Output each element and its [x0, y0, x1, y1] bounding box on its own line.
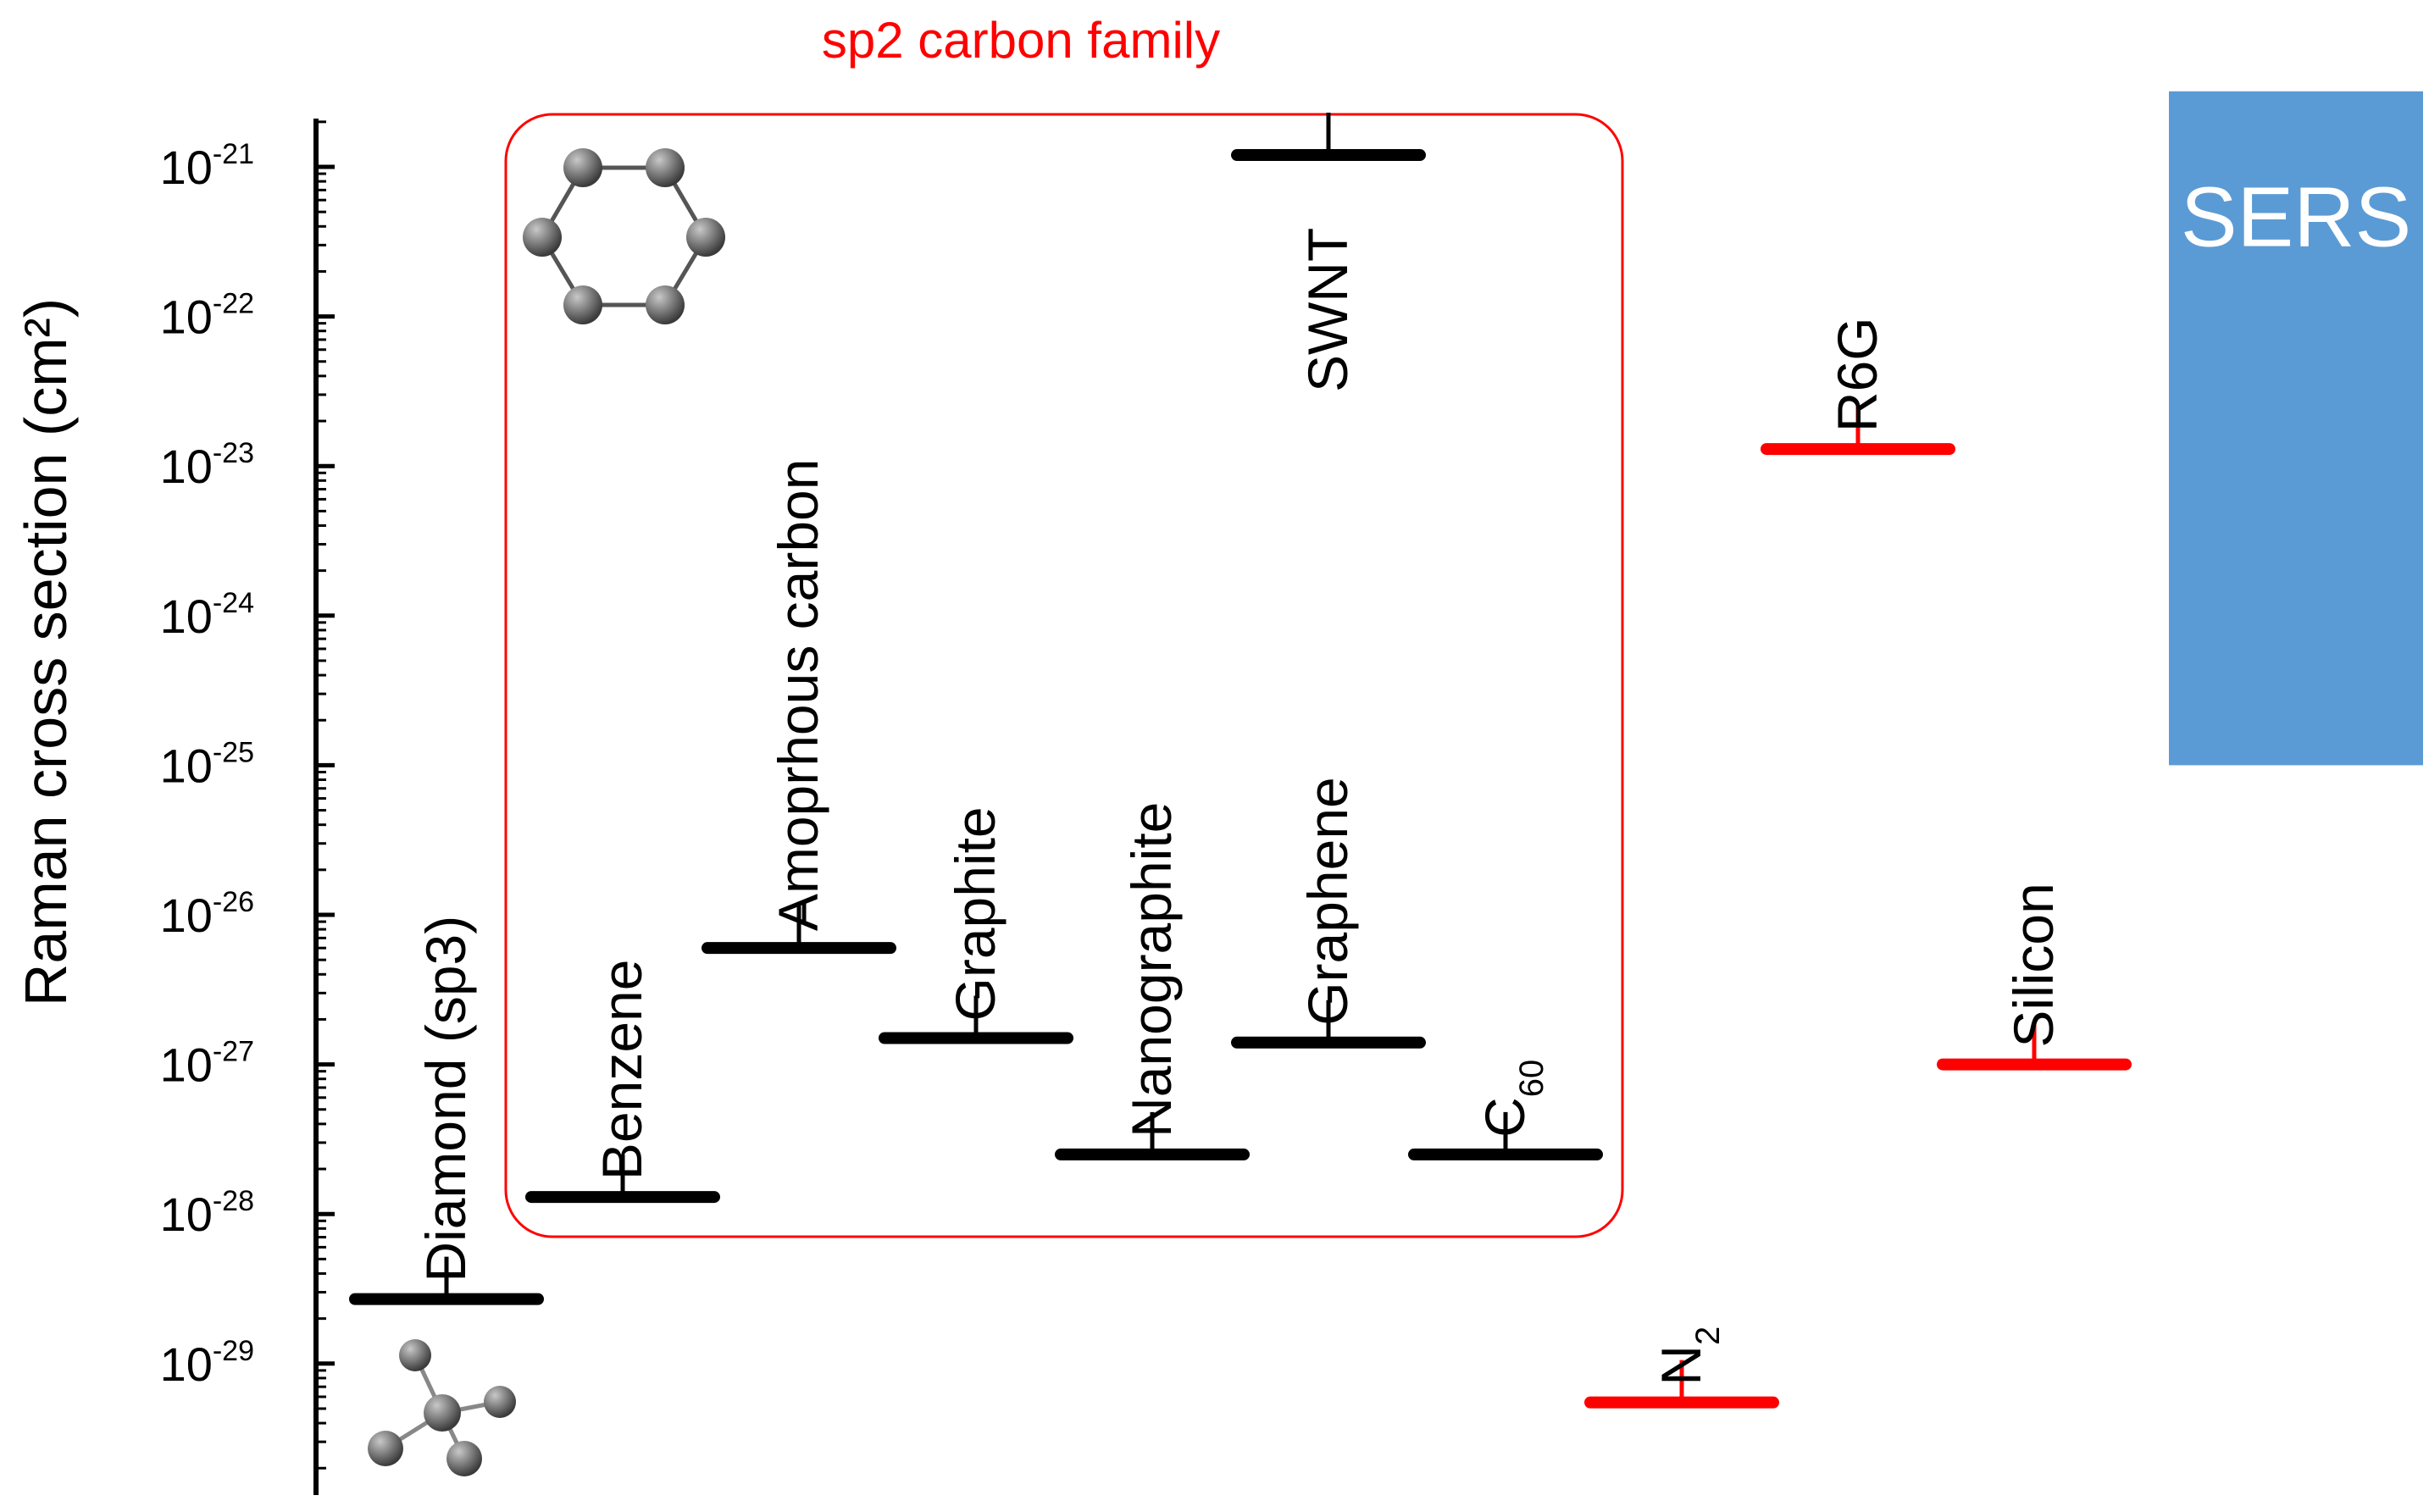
- sers-label: SERS: [2181, 170, 2411, 265]
- y-axis-label: Raman cross section (cm²): [13, 298, 79, 1006]
- diamond-tetrahedral-icon: [368, 1339, 516, 1476]
- sp2-group-label: sp2 carbon family: [822, 12, 1220, 69]
- level-label: Benzene: [591, 960, 653, 1181]
- level-label: Amoprhous carbon: [767, 459, 829, 932]
- y-tick-label: 10-25: [160, 736, 254, 792]
- benzene-molecule-icon: [523, 148, 725, 324]
- level-label: Diamond (sp3): [414, 916, 477, 1282]
- y-tick-label: 10-28: [160, 1185, 254, 1241]
- sers-band: [2169, 91, 2423, 766]
- level-label: C60: [1473, 1060, 1550, 1138]
- y-tick-label: 10-24: [160, 587, 254, 643]
- sp2-group-box: [504, 113, 1624, 1238]
- level-label: Graphite: [944, 806, 1007, 1021]
- level-label: Graphene: [1296, 777, 1359, 1026]
- y-tick-label: 10-22: [160, 288, 254, 344]
- y-axis: 10-21 10-22 10-23 10-24 10-25 10-26 10-27 10-28…: [160, 119, 335, 1495]
- level-label: N2: [1650, 1326, 1727, 1386]
- y-tick-label: 10-23: [160, 437, 254, 493]
- y-tick-label: 10-26: [160, 886, 254, 942]
- level-label: Nanographite: [1120, 802, 1183, 1138]
- y-tick-label: 10-21: [160, 138, 254, 194]
- y-tick-label: 10-27: [160, 1036, 254, 1092]
- level-label: SWNT: [1296, 228, 1359, 392]
- y-tick-label: 10-29: [160, 1335, 254, 1391]
- level-label: R6G: [1826, 317, 1888, 432]
- level-label: Silicon: [2002, 883, 2065, 1047]
